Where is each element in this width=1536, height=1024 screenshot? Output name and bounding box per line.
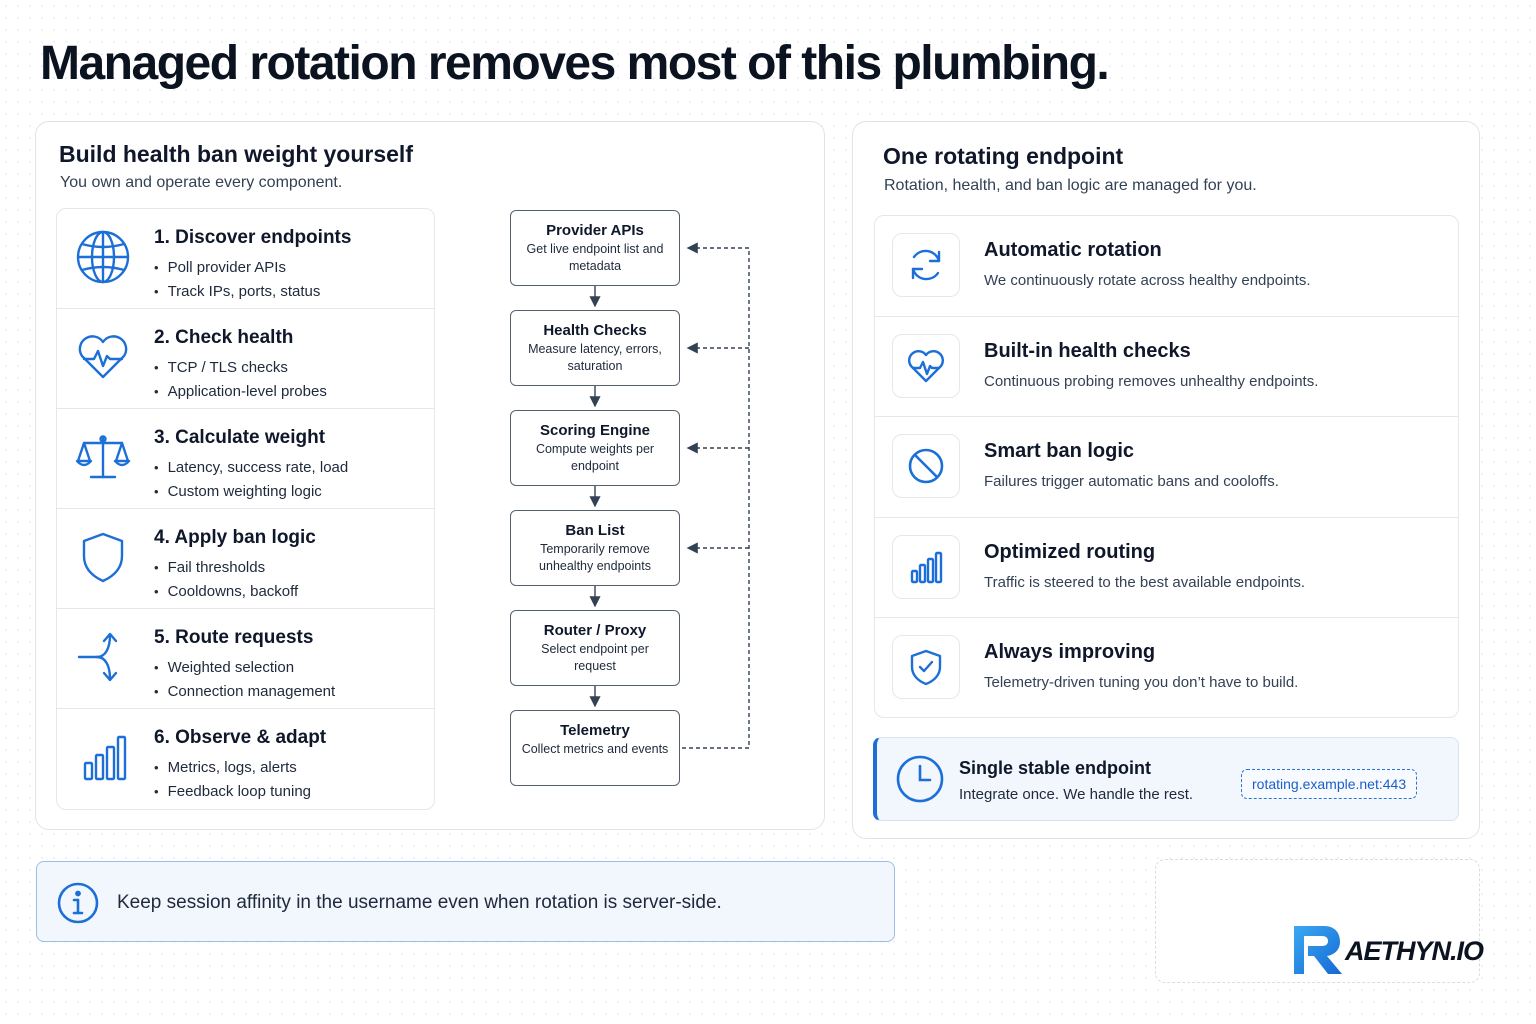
logo-text: AETHYN.IO bbox=[1345, 936, 1484, 966]
feature-desc: Failures trigger automatic bans and cool… bbox=[984, 473, 1279, 491]
flow-connectors bbox=[589, 242, 750, 749]
step-bullet: Application-level probes bbox=[154, 380, 327, 404]
flow-box-title: Scoring Engine bbox=[539, 422, 650, 439]
steps-list: 1. Discover endpoints Poll provider APIs… bbox=[56, 208, 435, 810]
flow-box-scoring-engine: Scoring Engine Compute weights per endpo… bbox=[510, 410, 680, 486]
step-calculate-weight: 3. Calculate weight Latency, success rat… bbox=[57, 409, 434, 509]
step-bullet: Track IPs, ports, status bbox=[154, 280, 321, 304]
flow-box-desc: Measure latency, errors, saturation bbox=[528, 342, 662, 373]
feature-desc: Traffic is steered to the best available… bbox=[984, 573, 1306, 591]
flow-box-provider-apis: Provider APIs Get live endpoint list and… bbox=[510, 210, 680, 286]
flow-box-router-proxy: Router / Proxy Select endpoint per reque… bbox=[510, 610, 680, 686]
info-note: Keep session affinity in the username ev… bbox=[36, 861, 895, 942]
step-bullet: Cooldowns, backoff bbox=[154, 580, 299, 604]
feature-optimized-routing: Optimized routing Traffic is steered to … bbox=[875, 518, 1458, 619]
heart-pulse-icon bbox=[75, 329, 131, 385]
flow-box-title: Provider APIs bbox=[546, 222, 644, 239]
step-bullets: TCP / TLS checks Application-level probe… bbox=[154, 356, 327, 404]
step-bullet: Custom weighting logic bbox=[154, 480, 348, 504]
step-apply-ban-logic: 4. Apply ban logic Fail thresholds Coold… bbox=[57, 509, 434, 609]
step-bullet: Poll provider APIs bbox=[154, 256, 320, 280]
step-bullet: Feedback loop tuning bbox=[154, 780, 311, 804]
flow-box-desc: Collect metrics and events bbox=[521, 742, 669, 756]
diy-panel: Build health ban weight yourself You own… bbox=[35, 121, 825, 830]
rotate-icon bbox=[892, 233, 960, 297]
flow-box-title: Router / Proxy bbox=[543, 622, 647, 639]
feature-smart-ban-logic: Smart ban logic Failures trigger automat… bbox=[875, 417, 1458, 518]
flow-box-ban-list: Ban List Temporarily remove unhealthy en… bbox=[510, 510, 680, 586]
step-bullets: Weighted selection Connection management bbox=[154, 656, 336, 704]
clock-icon bbox=[895, 754, 945, 804]
logo-mark-icon bbox=[1294, 926, 1342, 974]
managed-panel: One rotating endpoint Rotation, health, … bbox=[852, 121, 1480, 839]
feature-always-improving: Always improving Telemetry-driven tuning… bbox=[875, 618, 1458, 717]
step-title: 6. Observe & adapt bbox=[154, 727, 327, 748]
flow-box-desc: Get live endpoint list and metadata bbox=[526, 242, 664, 273]
flow-box-desc: Compute weights per endpoint bbox=[535, 442, 655, 473]
features-list: Automatic rotation We continuously rotat… bbox=[874, 215, 1459, 718]
flow-box-title: Ban List bbox=[565, 522, 625, 539]
globe-icon bbox=[75, 229, 131, 285]
feature-desc: We continuously rotate across healthy en… bbox=[984, 272, 1311, 289]
step-bullet: Latency, success rate, load bbox=[154, 456, 349, 480]
step-route-requests: 5. Route requests Weighted selection Con… bbox=[57, 609, 434, 709]
feature-title: Smart ban logic bbox=[984, 440, 1135, 463]
feature-title: Built-in health checks bbox=[984, 339, 1191, 362]
heart-pulse-icon bbox=[892, 333, 960, 398]
step-bullets: Fail thresholds Cooldowns, backoff bbox=[154, 556, 299, 604]
brand-logo: AETHYN.IO bbox=[1290, 922, 1500, 978]
step-bullets: Latency, success rate, load Custom weigh… bbox=[154, 456, 349, 504]
flow-box-desc: Temporarily remove unhealthy endpoints bbox=[539, 542, 651, 573]
diy-panel-subtitle: You own and operate every component. bbox=[60, 174, 343, 191]
diy-panel-title: Build health ban weight yourself bbox=[59, 141, 413, 167]
feature-title: Automatic rotation bbox=[984, 239, 1162, 261]
step-title: 4. Apply ban logic bbox=[154, 527, 316, 548]
stable-endpoint-subtitle: Integrate once. We handle the rest. bbox=[959, 786, 1194, 803]
split-arrows-icon bbox=[75, 629, 131, 685]
bar-chart-icon bbox=[892, 534, 960, 599]
feature-desc: Telemetry-driven tuning you don’t have t… bbox=[984, 674, 1299, 692]
stable-endpoint-card: Single stable endpoint Integrate once. W… bbox=[873, 737, 1459, 821]
flow-box-health-checks: Health Checks Measure latency, errors, s… bbox=[510, 310, 680, 386]
step-check-health: 2. Check health TCP / TLS checks Applica… bbox=[57, 309, 434, 409]
step-title: 2. Check health bbox=[154, 327, 294, 348]
flow-box-title: Telemetry bbox=[560, 722, 630, 739]
step-bullets: Metrics, logs, alerts Feedback loop tuni… bbox=[154, 756, 311, 804]
info-icon bbox=[57, 882, 99, 924]
flow-box-title: Health Checks bbox=[543, 322, 647, 339]
empty-placeholder bbox=[1155, 859, 1480, 983]
step-title: 1. Discover endpoints bbox=[154, 227, 352, 248]
step-bullets: Poll provider APIs Track IPs, ports, sta… bbox=[154, 256, 321, 304]
feature-health-checks: Built-in health checks Continuous probin… bbox=[875, 317, 1458, 418]
step-discover-endpoints: 1. Discover endpoints Poll provider APIs… bbox=[57, 209, 434, 309]
endpoint-address[interactable]: rotating.example.net:443 bbox=[1241, 769, 1418, 799]
step-observe-adapt: 6. Observe & adapt Metrics, logs, alerts… bbox=[57, 709, 434, 809]
shield-check-icon bbox=[892, 635, 960, 700]
feature-title: Optimized routing bbox=[984, 540, 1156, 563]
shield-icon bbox=[75, 529, 131, 585]
step-title: 5. Route requests bbox=[154, 627, 314, 648]
ban-icon bbox=[892, 434, 960, 499]
managed-panel-title: One rotating endpoint bbox=[883, 143, 1124, 169]
info-note-text: Keep session affinity in the username ev… bbox=[117, 892, 722, 913]
step-bullet: Metrics, logs, alerts bbox=[154, 756, 311, 780]
page-title: Managed rotation removes most of this pl… bbox=[40, 37, 1110, 90]
feature-title: Always improving bbox=[984, 641, 1156, 664]
bar-chart-icon bbox=[75, 729, 131, 785]
stable-endpoint-title: Single stable endpoint bbox=[959, 758, 1152, 778]
flow-box-telemetry: Telemetry Collect metrics and events bbox=[510, 710, 680, 786]
feature-automatic-rotation: Automatic rotation We continuously rotat… bbox=[875, 216, 1458, 317]
flow-box-desc: Select endpoint per request bbox=[541, 642, 649, 673]
step-bullet: Connection management bbox=[154, 680, 336, 704]
step-title: 3. Calculate weight bbox=[154, 427, 326, 448]
step-bullet: Weighted selection bbox=[154, 656, 335, 680]
step-bullet: TCP / TLS checks bbox=[154, 356, 327, 380]
step-bullet: Fail thresholds bbox=[154, 556, 298, 580]
scale-icon bbox=[75, 429, 131, 485]
managed-panel-subtitle: Rotation, health, and ban logic are mana… bbox=[884, 177, 1257, 194]
feature-desc: Continuous probing removes unhealthy end… bbox=[984, 372, 1319, 390]
